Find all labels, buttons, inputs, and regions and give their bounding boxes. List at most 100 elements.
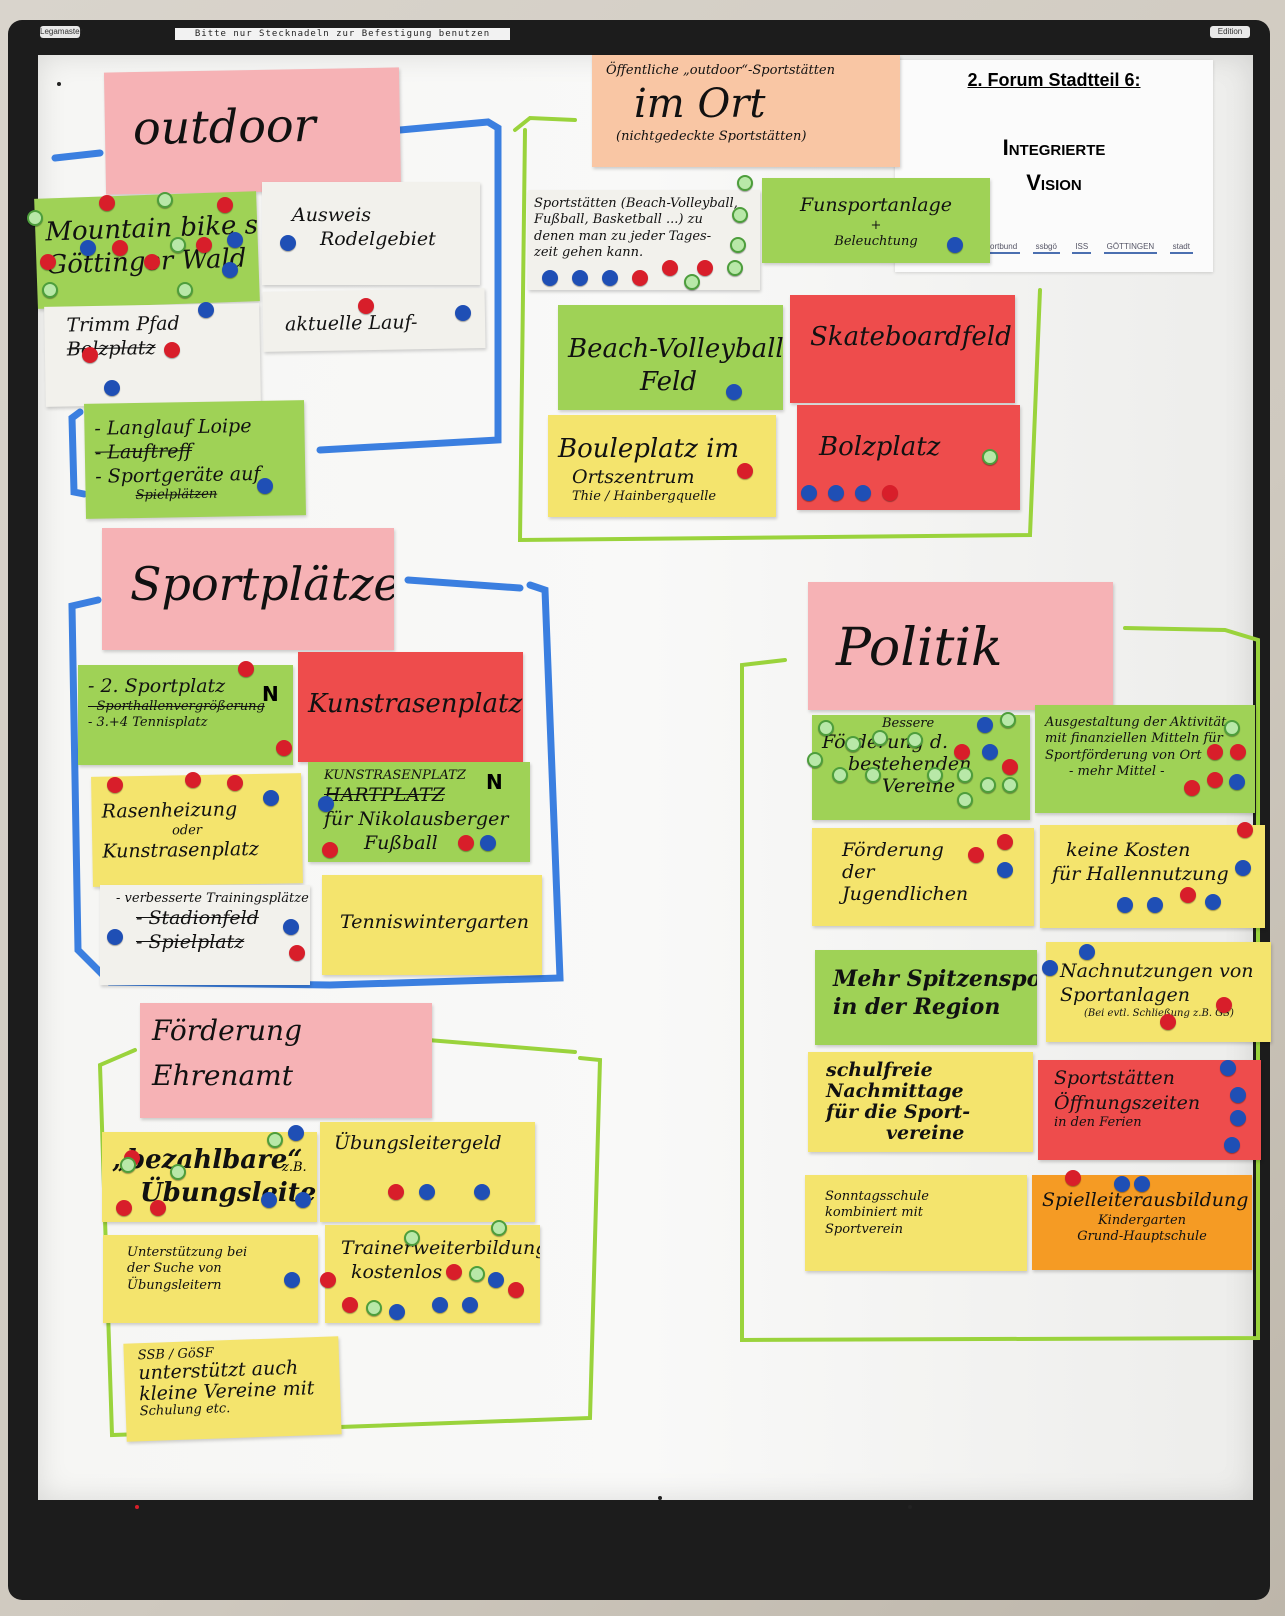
red-vote-dot xyxy=(82,347,98,363)
red-vote-dot xyxy=(1207,772,1223,788)
pin xyxy=(658,1496,662,1500)
red-vote-dot xyxy=(107,777,123,793)
fun-line-1: Funsportanlage xyxy=(799,194,953,216)
nachnutzung-line-1: Nachnutzungen von xyxy=(1060,960,1254,982)
ort-heading-small: Öffentliche „outdoor“-Sportstätten xyxy=(606,63,835,78)
spielleiter-line-1: Spielleiterausbildung xyxy=(1042,1189,1249,1211)
blue-vote-dot xyxy=(801,485,817,501)
kunst-line-1: Kunstrasenplatz xyxy=(308,689,523,719)
blue-vote-dot xyxy=(602,270,618,286)
green-vote-dot xyxy=(1002,777,1018,793)
red-vote-dot xyxy=(150,1200,166,1216)
n-mark-2: N xyxy=(486,770,503,794)
spitzensport-line-2: in der Region xyxy=(833,993,1001,1020)
red-vote-dot xyxy=(882,485,898,501)
red-vote-dot xyxy=(144,254,160,270)
bezahlbar-line-2: Übungsleiter xyxy=(140,1177,317,1208)
green-vote-dot xyxy=(42,282,58,298)
blue-vote-dot xyxy=(855,485,871,501)
note-rodelgebiet: Ausweis Rodelgebiet xyxy=(262,182,480,285)
nachnutzung-line-2: Sportanlagen xyxy=(1060,983,1190,1006)
tennis-line-1: Tenniswintergarten xyxy=(340,911,529,933)
red-vote-dot xyxy=(289,945,305,961)
green-vote-dot xyxy=(491,1220,507,1236)
red-vote-dot xyxy=(164,342,180,358)
green-vote-dot xyxy=(170,1164,186,1180)
note-trimmpfad: Trimm Pfad Bolzplatz xyxy=(44,303,261,407)
pin xyxy=(135,1505,139,1509)
training-line-1: - verbesserte Trainingsplätze xyxy=(116,891,309,906)
sponsor-logos: landessportbund ssbgö ISS GÖTTINGEN stad… xyxy=(955,236,1193,258)
pin xyxy=(908,1505,912,1509)
ausgestaltung-line-2: mit finanziellen Mitteln für xyxy=(1045,731,1223,747)
note-lauf: aktuelle Lauf- xyxy=(262,288,486,352)
note-2-sportplatz: - 2. Sportplatz - Sporthallenvergrößerun… xyxy=(78,665,293,765)
blue-vote-dot xyxy=(107,929,123,945)
spielleiter-line-2: Kindergarten xyxy=(1097,1212,1187,1228)
red-vote-dot xyxy=(320,1272,336,1288)
logo-3: ISS xyxy=(1072,241,1092,254)
ehrenamt-heading-2: Ehrenamt xyxy=(152,1059,293,1092)
heading-foerderung-ehrenamt: Förderung Ehrenamt xyxy=(140,1003,432,1118)
blue-vote-dot xyxy=(389,1304,405,1320)
frame-label: Bitte nur Stecknadeln zur Befestigung be… xyxy=(175,28,510,40)
red-vote-dot xyxy=(358,298,374,314)
trainer-line-1: Trainerweiterbildung xyxy=(341,1237,540,1259)
green-vote-dot xyxy=(982,449,998,465)
red-vote-dot xyxy=(388,1184,404,1200)
green-vote-dot xyxy=(1000,712,1016,728)
green-vote-dot xyxy=(927,767,943,783)
red-vote-dot xyxy=(737,463,753,479)
note-langlaufloipe: - Langlauf Loipe - Lauftreff - Sportgerä… xyxy=(84,400,306,519)
blue-vote-dot xyxy=(104,380,120,396)
oeffnung-line-2: Öffnungszeiten xyxy=(1054,1091,1201,1114)
spitzensport-line-1: Mehr Spitzensport xyxy=(833,966,1037,992)
schulfrei-line-1: schulfreie xyxy=(826,1059,933,1081)
green-vote-dot xyxy=(157,192,173,208)
red-vote-dot xyxy=(954,744,970,760)
green-vote-dot xyxy=(404,1230,420,1246)
green-vote-dot xyxy=(845,736,861,752)
logo-5: stadt xyxy=(1169,241,1193,254)
frame-badge-left: Legamaster xyxy=(40,26,83,38)
boule-line-3: Thie / Hainbergquelle xyxy=(572,489,717,505)
red-vote-dot xyxy=(632,270,648,286)
note-foerderung-vereine: Bessere Förderung d. bestehenden Vereine xyxy=(812,715,1030,820)
ausgestaltung-line-1: Ausgestaltung der Aktivität xyxy=(1045,715,1227,730)
oeffnung-line-1: Sportstätten xyxy=(1054,1067,1175,1089)
heading-politik: Politik xyxy=(808,582,1113,710)
red-vote-dot xyxy=(1237,822,1253,838)
green-vote-dot xyxy=(27,210,43,226)
green-vote-dot xyxy=(366,1300,382,1316)
p1-line-3: - 3.+4 Tennisplatz xyxy=(88,715,208,730)
blue-vote-dot xyxy=(947,237,963,253)
red-vote-dot xyxy=(196,237,212,253)
green-vote-dot xyxy=(832,767,848,783)
note-oeffnungszeiten: Sportstätten Öffnungszeiten in den Ferie… xyxy=(1038,1060,1261,1160)
hart-line-1: KUNSTRASENPLATZ xyxy=(324,768,466,783)
green-vote-dot xyxy=(730,237,746,253)
note-trainingsplaetze: - verbesserte Trainingsplätze - Stadionf… xyxy=(100,885,310,985)
green-vote-dot xyxy=(872,730,888,746)
blue-vote-dot xyxy=(419,1184,435,1200)
fun-line-3: Beleuchtung xyxy=(834,234,918,249)
bezahlbar-line-1: „bezahlbare“ xyxy=(112,1145,303,1175)
rodel-line-2: Rodelgebiet xyxy=(320,227,436,250)
forum-title: 2. Forum Stadtteil 6: xyxy=(967,70,1141,90)
red-vote-dot xyxy=(662,260,678,276)
blue-vote-dot xyxy=(198,302,214,318)
logo-2: ssbgö xyxy=(1032,241,1060,254)
ausgestaltung-line-4: - mehr Mittel - xyxy=(1069,763,1165,779)
ehrenamt-heading-1: Förderung xyxy=(152,1014,303,1047)
green-vote-dot xyxy=(818,720,834,736)
blue-vote-dot xyxy=(227,232,243,248)
hart-line-2: HARTPLATZ xyxy=(324,784,445,807)
bolz-line-1: Bolzplatz xyxy=(819,432,941,462)
note-sonntagsschule: Sonntagsschule kombiniert mit Sportverei… xyxy=(805,1175,1027,1271)
training-line-2: - Stadionfeld xyxy=(136,907,259,930)
kosten-line-2: für Hallennutzung xyxy=(1052,862,1229,885)
lauf-line-1: aktuelle Lauf- xyxy=(284,311,418,336)
spielleiter-line-3: Grund-Hauptschule xyxy=(1077,1229,1207,1244)
red-vote-dot xyxy=(112,240,128,256)
red-vote-dot xyxy=(217,197,233,213)
